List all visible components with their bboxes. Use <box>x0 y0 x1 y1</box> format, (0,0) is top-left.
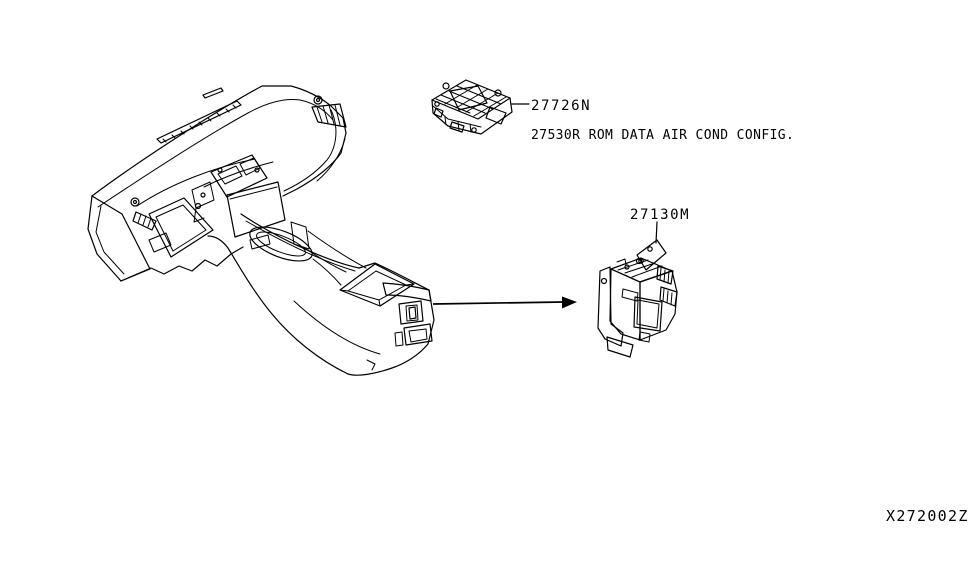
amplifier-module-27130m-illustration <box>597 239 678 358</box>
drawing-reference: X272002Z <box>886 507 969 525</box>
config-note-label: 27530R ROM DATA AIR COND CONFIG. <box>531 128 794 143</box>
center-console-illustration <box>207 213 435 376</box>
part-label-27130m: 27130M <box>630 207 690 223</box>
console-to-module-arrow <box>432 296 577 309</box>
leader-line-27130m <box>655 221 658 244</box>
instrument-panel-illustration <box>87 85 347 282</box>
part-label-27726n: 27726N <box>531 98 591 114</box>
config-module-27726n-illustration <box>431 79 513 135</box>
